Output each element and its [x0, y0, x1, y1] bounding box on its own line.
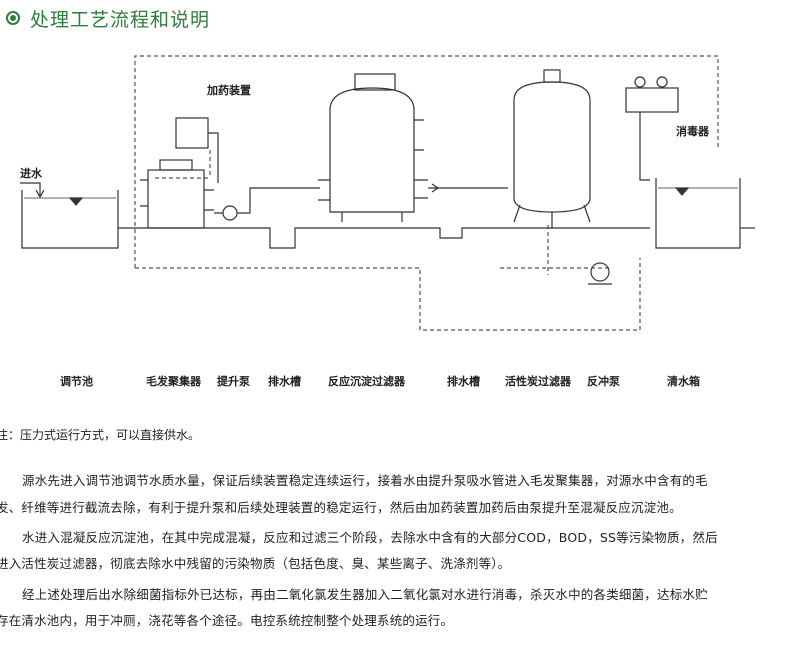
caption-regulating-tank: 调节池 [60, 375, 93, 388]
disinfector [625, 76, 679, 181]
label-inlet: 进水 [20, 167, 42, 180]
paragraph-line-6: 存在清水池内，用于冲厕，浇花等各个途径。电控系统控制整个处理系统的运行。 [0, 613, 454, 628]
lift-pump [222, 205, 238, 221]
paragraph-line-5: 经上述处理后出水除细菌指标外已达标，再由二氧化氯发生器加入二氧化氯对水进行消毒，… [22, 587, 708, 602]
drain-line [118, 227, 650, 249]
activated-carbon-filter [513, 69, 591, 228]
caption-backwash-pump: 反冲泵 [587, 375, 620, 388]
regulating-tank [21, 190, 119, 249]
caption-drain-trough-1: 排水槽 [268, 375, 301, 388]
caption-carbon-filter: 活性炭过滤器 [505, 375, 571, 388]
caption-hair-collector: 毛发聚集器 [146, 375, 201, 388]
note-text: 注：压力式运行方式，可以直接供水。 [0, 428, 201, 442]
reaction-settling-filter [318, 73, 428, 222]
process-flow-diagram [20, 55, 755, 331]
section-header: 处理工艺流程和说明 [6, 5, 210, 31]
dosing-device [175, 117, 209, 149]
paragraph-line-1: 源水先进入调节池调节水质水量，保证后续装置稳定连续运行，接着水由提升泵吸水管进入… [22, 473, 708, 488]
paragraph-line-3: 水进入混凝反应沉淀池，在其中完成混凝，反应和过滤三个阶段，去除水中含有的大部分C… [22, 530, 718, 545]
label-disinfector: 消毒器 [676, 125, 709, 138]
backwash-pump [590, 262, 610, 282]
section-title: 处理工艺流程和说明 [30, 8, 211, 31]
caption-drain-trough-2: 排水槽 [447, 375, 480, 388]
clean-water-tank [655, 178, 755, 249]
label-dosing-device: 加药装置 [207, 84, 251, 97]
caption-lift-pump: 提升泵 [217, 375, 250, 388]
control-boundary-lower [135, 258, 641, 331]
paragraph-line-4: 进入活性炭过滤器，彻底去除水中残留的污染物质（包括色度、臭、某些离子、洗涤剂等）… [0, 556, 511, 571]
caption-clean-water-tank: 清水箱 [667, 375, 700, 388]
caption-reaction-filter: 反应沉淀过滤器 [328, 375, 405, 388]
circle-bullet-icon [6, 11, 20, 25]
paragraph-line-2: 发、纤维等进行截流去除，有利于提升泵和后续处理装置的稳定运行，然后由加药装置加药… [0, 500, 682, 515]
hair-collector [140, 159, 214, 229]
control-boundary-outer [134, 55, 719, 268]
